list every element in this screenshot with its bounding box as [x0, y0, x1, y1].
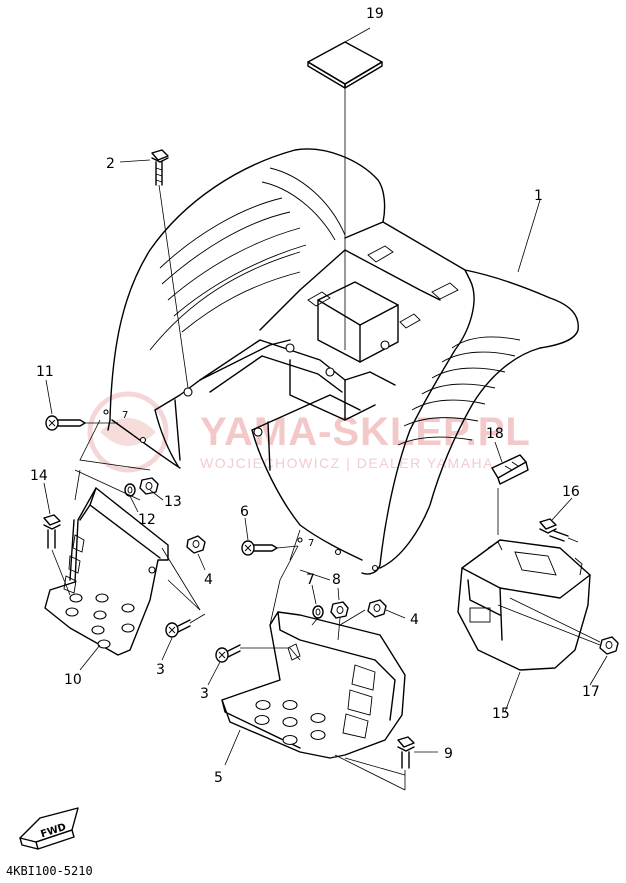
- part-4-nut-left: [186, 535, 206, 554]
- part-18-clip: [491, 454, 529, 485]
- callout-12: 12: [138, 512, 156, 528]
- part-11-screw: [45, 415, 118, 431]
- callout-3-right: 3: [200, 686, 209, 702]
- watermark-title: YAMA-SKLEP.PL: [200, 410, 531, 454]
- fwd-arrow: FWD: [19, 807, 79, 850]
- callout-10: 10: [64, 672, 82, 688]
- callout-7: 7: [306, 572, 315, 588]
- callout-4-right: 4: [410, 612, 419, 628]
- part-7-washer: [312, 605, 324, 619]
- callout-leaders: [43, 27, 608, 766]
- part-1-rear-fender: [107, 148, 579, 575]
- fwd-label: FWD: [39, 822, 67, 841]
- part-9-bolt: [397, 736, 415, 790]
- part-17-nut: [599, 636, 619, 655]
- callout-2: 2: [106, 156, 115, 172]
- part-15-tool-box: [457, 488, 591, 671]
- callout-15: 15: [492, 706, 510, 722]
- left-bolt-mark: 7: [122, 410, 128, 421]
- callout-11: 11: [36, 364, 54, 380]
- callout-18: 18: [486, 426, 504, 442]
- assembly-lines: [74, 419, 601, 791]
- watermark: YAMA-SKLEP.PL WOJCIECHOWICZ | DEALER YAM…: [87, 391, 531, 473]
- callout-8: 8: [332, 572, 341, 588]
- callout-5: 5: [214, 770, 223, 786]
- part-16-bolt: [539, 518, 579, 543]
- callout-9: 9: [444, 746, 453, 762]
- part-13-nut: [139, 477, 159, 495]
- part-3-screw-right: [215, 644, 290, 663]
- diagram-code: 4KBI100-5210: [6, 864, 93, 878]
- part-10-left-footrest: [44, 487, 169, 656]
- center-bolt-mark: 7: [308, 538, 314, 549]
- part-8-nut: [330, 601, 349, 619]
- callout-16: 16: [562, 484, 580, 500]
- part-6-bolt: [241, 540, 299, 556]
- watermark-subtitle: WOJCIECHOWICZ | DEALER YAMAHA: [200, 455, 494, 471]
- part-19-pad: [307, 41, 383, 350]
- callout-14: 14: [30, 468, 48, 484]
- callout-numbers: 19 1 2 11 14 13 12 4 3 10 3 6 7 8 4 5 9 …: [30, 6, 600, 786]
- callout-6: 6: [240, 504, 249, 520]
- part-2-bolt: [151, 149, 189, 389]
- callout-19: 19: [366, 6, 384, 22]
- callout-13: 13: [164, 494, 182, 510]
- callout-17: 17: [582, 684, 600, 700]
- callout-4-left: 4: [204, 572, 213, 588]
- callout-3-left: 3: [156, 662, 165, 678]
- part-3-screw-left: [165, 613, 206, 638]
- part-14-bolt: [43, 514, 71, 596]
- part-4-nut-right: [367, 599, 387, 618]
- part-5-right-footrest: [221, 611, 406, 759]
- callout-1: 1: [534, 188, 543, 204]
